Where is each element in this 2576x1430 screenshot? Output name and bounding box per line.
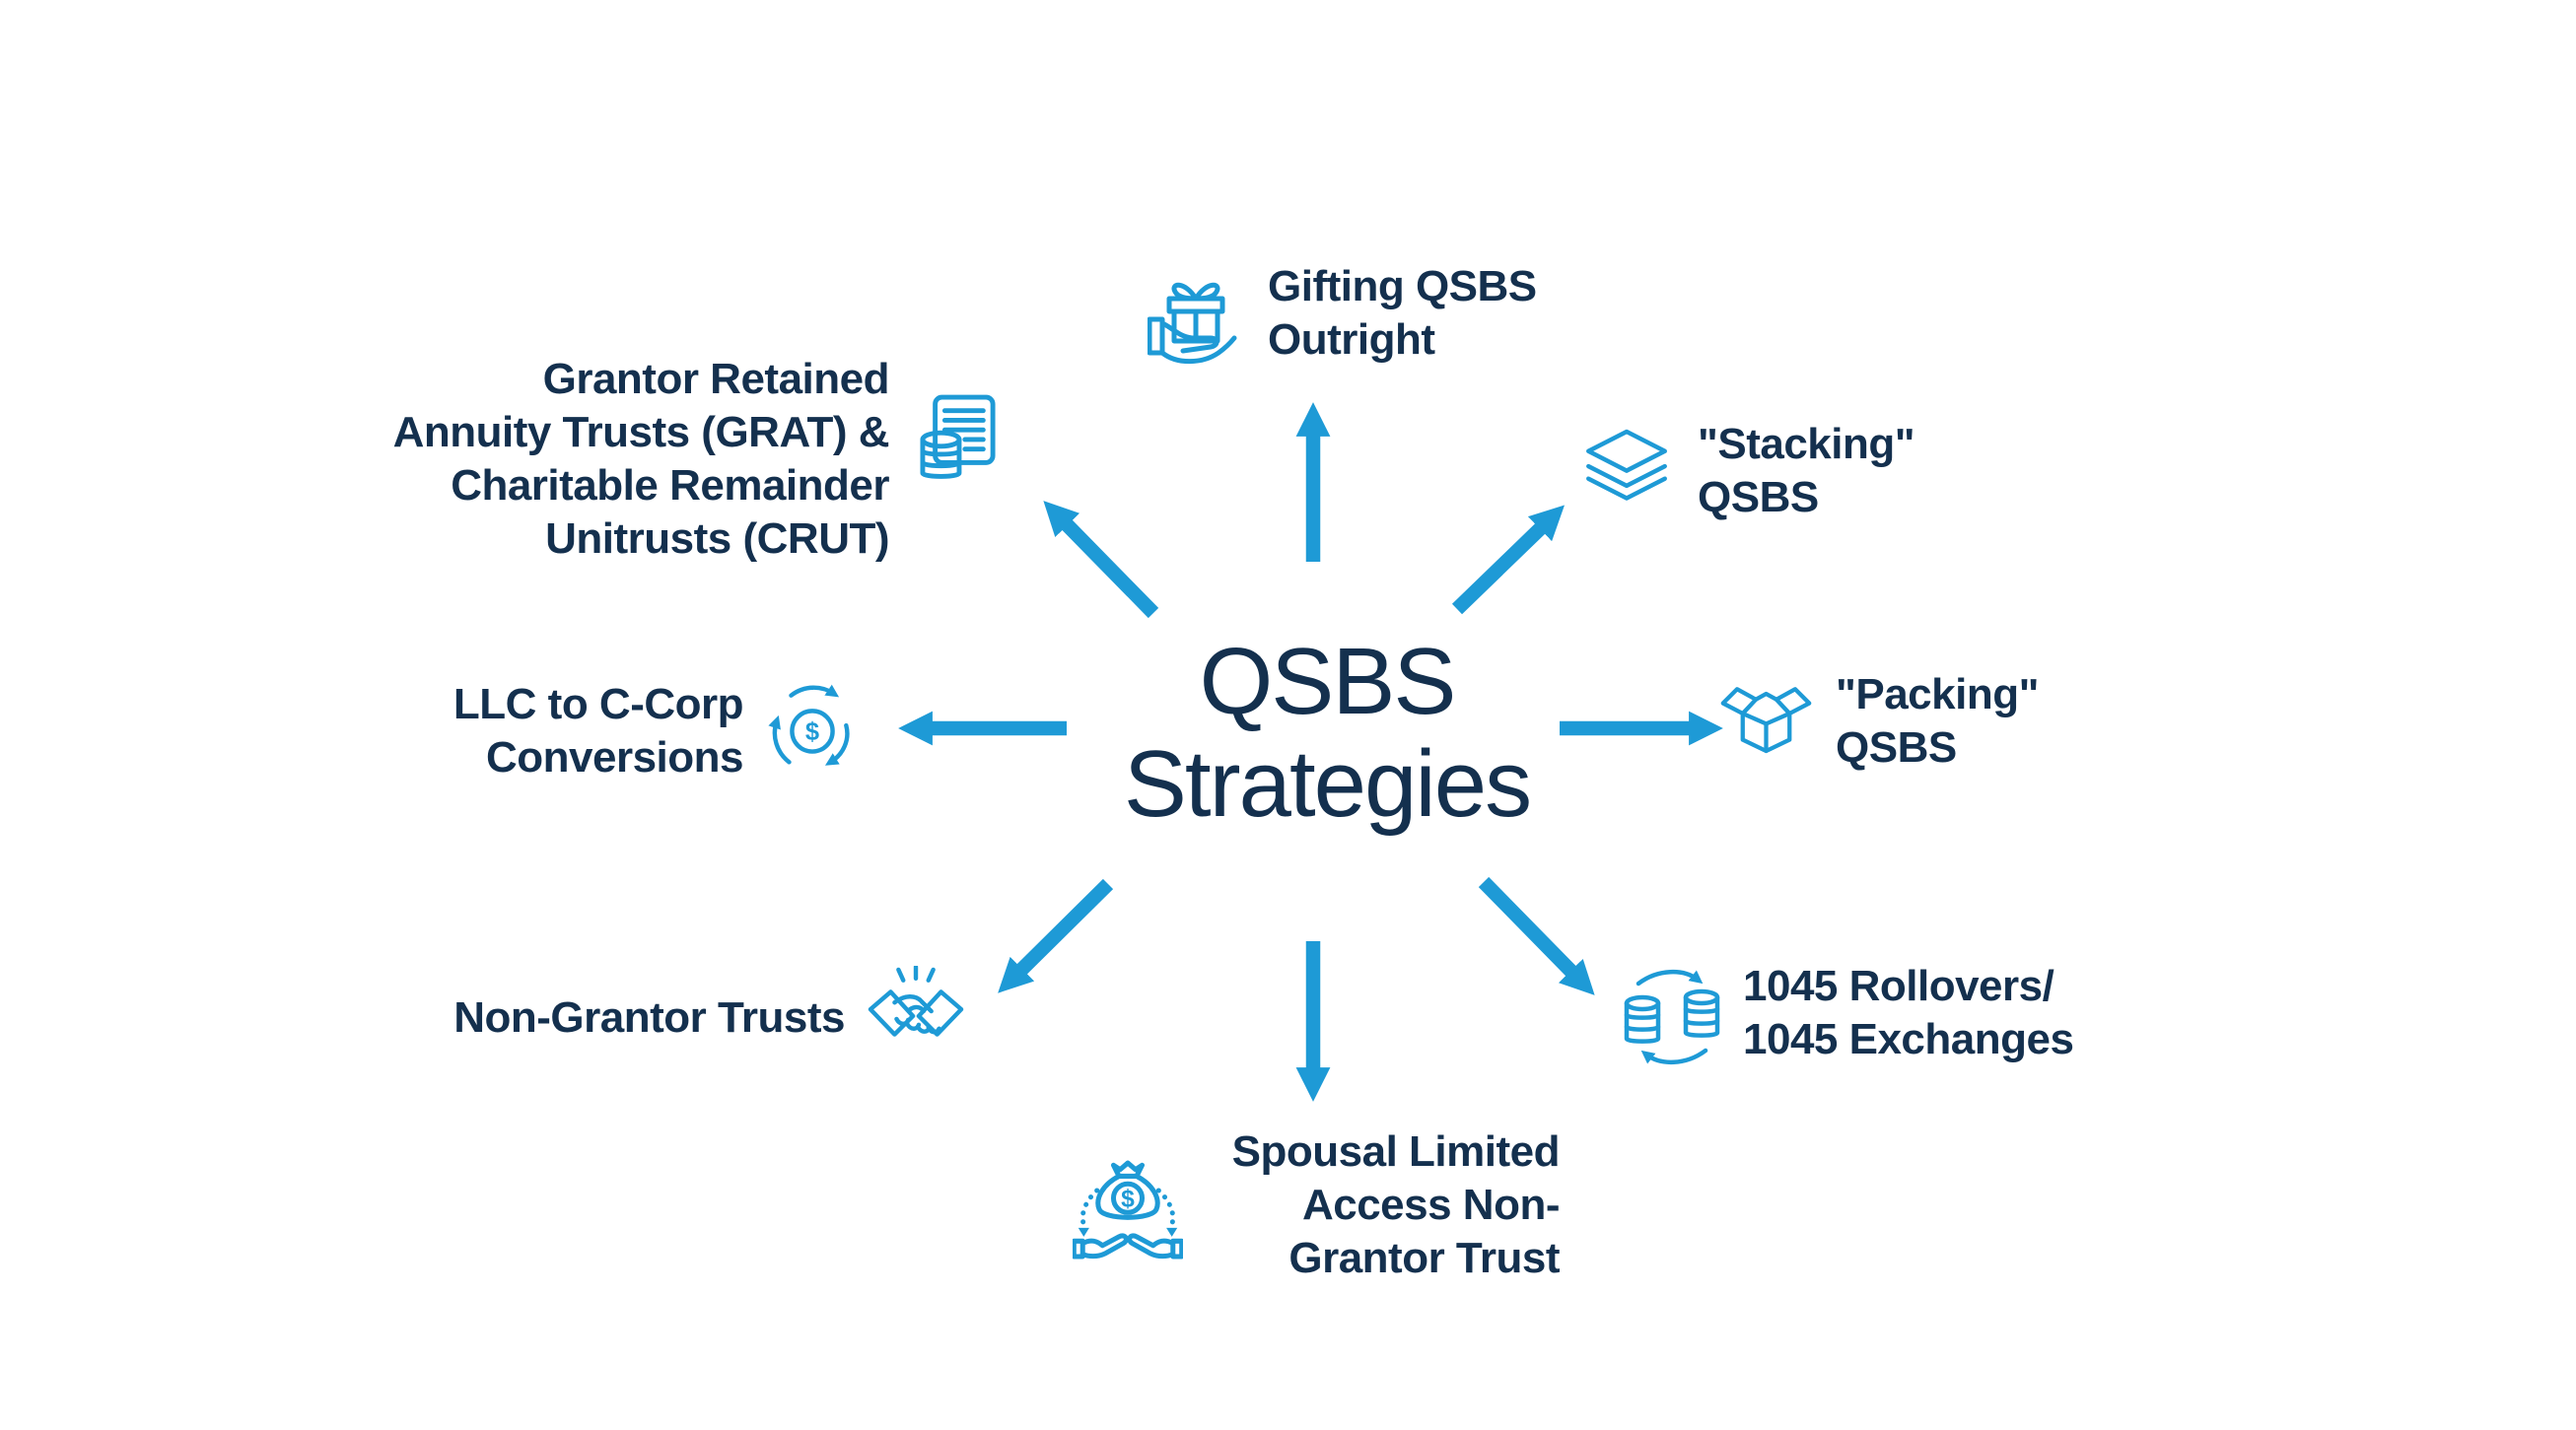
arrow-southwest bbox=[998, 878, 1114, 993]
document-coins-icon bbox=[920, 394, 997, 483]
arrow-northeast bbox=[1451, 505, 1566, 615]
open-box-icon bbox=[1719, 670, 1813, 757]
strategy-label-stacking: "Stacking" QSBS bbox=[1698, 420, 1915, 521]
dollar-conversion-cycle-icon: $ bbox=[764, 680, 861, 779]
strategy-label-packing: "Packing" QSBS bbox=[1836, 670, 2039, 772]
diagram-title: QSBS Strategies bbox=[1123, 629, 1532, 837]
handshake-icon bbox=[868, 966, 964, 1064]
gift-in-hand-icon bbox=[1148, 273, 1238, 372]
strategy-label-spousal: Spousal Limited Access Non- Grantor Trus… bbox=[1231, 1127, 1561, 1282]
coins-exchange-icon bbox=[1622, 968, 1722, 1066]
stacked-layers-icon bbox=[1582, 427, 1671, 508]
strategy-label-non-grantor: Non-Grantor Trusts bbox=[453, 993, 845, 1042]
strategy-label-llc: LLC to C-Corp Conversions bbox=[453, 680, 744, 782]
money-bag-hands-icon: $ bbox=[1073, 1153, 1183, 1266]
arrow-northwest bbox=[1043, 501, 1159, 619]
strategy-label-grat-crut: Grantor Retained Annuity Trusts (GRAT) &… bbox=[392, 355, 890, 563]
dollar-glyph: $ bbox=[805, 718, 819, 746]
strategy-label-gifting: Gifting QSBS Outright bbox=[1268, 262, 1537, 364]
dollar-glyph: $ bbox=[1121, 1187, 1135, 1213]
strategy-label-rollovers: 1045 Rollovers/ 1045 Exchanges bbox=[1743, 962, 2074, 1063]
arrow-southeast bbox=[1478, 876, 1595, 995]
